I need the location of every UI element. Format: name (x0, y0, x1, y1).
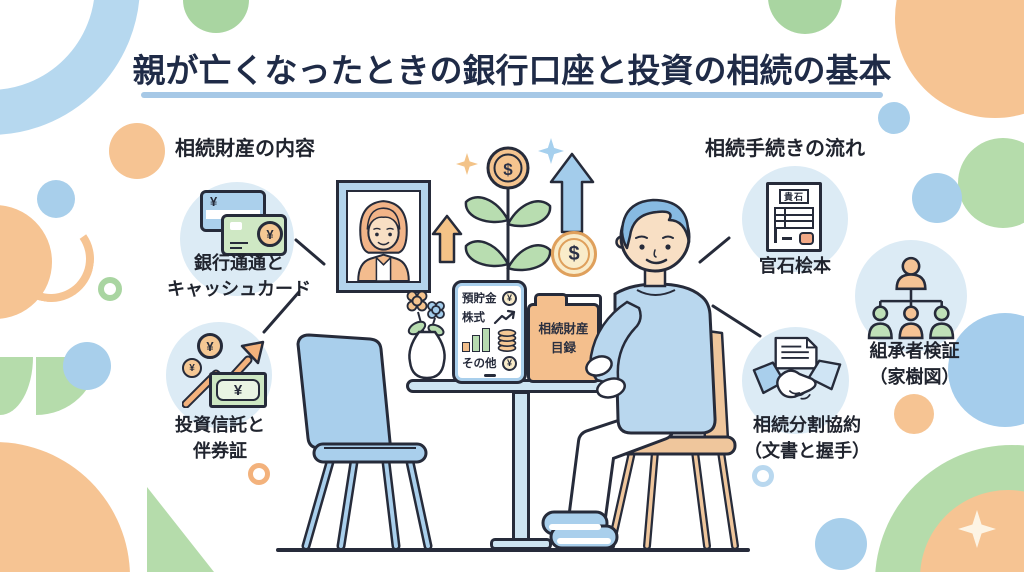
blue-flower (427, 301, 445, 319)
card-chip (230, 222, 242, 230)
up-arrow-orange-icon (431, 214, 463, 264)
dollar-symbol: $ (568, 242, 580, 265)
yen-symbol: ¥ (206, 338, 214, 354)
family-tree-icon (867, 256, 955, 340)
banknote-inner: ¥ (216, 379, 260, 401)
empty-chair (296, 333, 433, 550)
others-label: その他 (462, 358, 497, 370)
yen-coin-icon: ¥ (182, 358, 202, 378)
decor-circle (958, 138, 1024, 228)
hand (596, 377, 626, 399)
decor-circle (63, 342, 111, 390)
right-section-header: 相続手続きの流れ (705, 138, 865, 160)
handshake-document-icon (752, 336, 842, 400)
orange-flower (406, 290, 428, 312)
bank-card-label: 銀行通通と キャッシュカード (167, 253, 311, 300)
asset-list-tablet: 預貯金 ¥ 株式 その他 ¥ (452, 280, 527, 384)
coin-stack-icon (497, 328, 517, 352)
tablet-home-bar (483, 374, 496, 377)
yen-symbol: ¥ (189, 362, 195, 374)
left-section-header: 相続財産の内容 (175, 138, 315, 160)
stocks-label: 株式 (462, 312, 485, 324)
decor-circle (815, 518, 867, 570)
doc-header-label: 貴石 (779, 189, 809, 204)
division-agreement-label: 相続分割協約 （文書と握手） (744, 415, 870, 462)
register-label: 官石桧本 (759, 256, 831, 276)
doc-footer (774, 229, 814, 247)
cash-card-icon: ¥ (221, 214, 287, 256)
portrait-frame (336, 180, 431, 293)
yen-coin-icon: ¥ (502, 355, 517, 371)
decor-circle (37, 180, 75, 218)
family-register-doc-icon: 貴石 (766, 182, 822, 252)
card-line (230, 241, 248, 244)
decor-circle (878, 102, 910, 134)
decor-ring (248, 463, 270, 485)
folder-label-line2: 目録 (550, 340, 576, 355)
man-hair (620, 198, 691, 250)
yen-coin-icon: ¥ (257, 221, 283, 247)
decor-circle (894, 394, 934, 434)
doc-table (774, 207, 814, 229)
stamp-icon (799, 232, 814, 245)
page-title: 親が亡くなったときの銀行口座と投資の相続の基本 (132, 52, 892, 89)
banknote-icon: ¥ (209, 372, 267, 408)
yen-symbol: ¥ (266, 226, 274, 242)
decor-circle (109, 123, 165, 179)
money-plant-icon: $ (464, 146, 552, 292)
yen-coin-icon: ¥ (197, 333, 223, 359)
folder-label-line1: 相続財産 (538, 322, 589, 336)
yen-symbol: ¥ (210, 194, 218, 209)
man-holding-folder (541, 198, 739, 550)
decor-ring (98, 277, 122, 301)
mini-trend-arrow-icon (493, 309, 516, 325)
bar-chart-icon (462, 328, 490, 352)
investment-label: 投資信託と 伴券証 (175, 415, 265, 462)
dollar-symbol: $ (503, 160, 513, 179)
table-base (490, 538, 552, 550)
hand (585, 355, 613, 377)
yen-symbol: ¥ (233, 381, 243, 399)
flower-vase (406, 290, 446, 380)
yen-coin-icon: ¥ (502, 290, 517, 306)
title-underline (141, 92, 883, 98)
decor-circle (912, 173, 962, 223)
table-pedestal (512, 391, 530, 541)
heir-verification-label: 組承者検証 （家樹図） (869, 341, 960, 388)
decor-ring (752, 465, 774, 487)
deposit-label: 預貯金 (462, 293, 497, 305)
portrait-of-elderly-woman (346, 190, 421, 283)
dollar-coin-icon: $ (551, 231, 597, 277)
floor-line (276, 548, 750, 552)
card-line (230, 246, 242, 249)
